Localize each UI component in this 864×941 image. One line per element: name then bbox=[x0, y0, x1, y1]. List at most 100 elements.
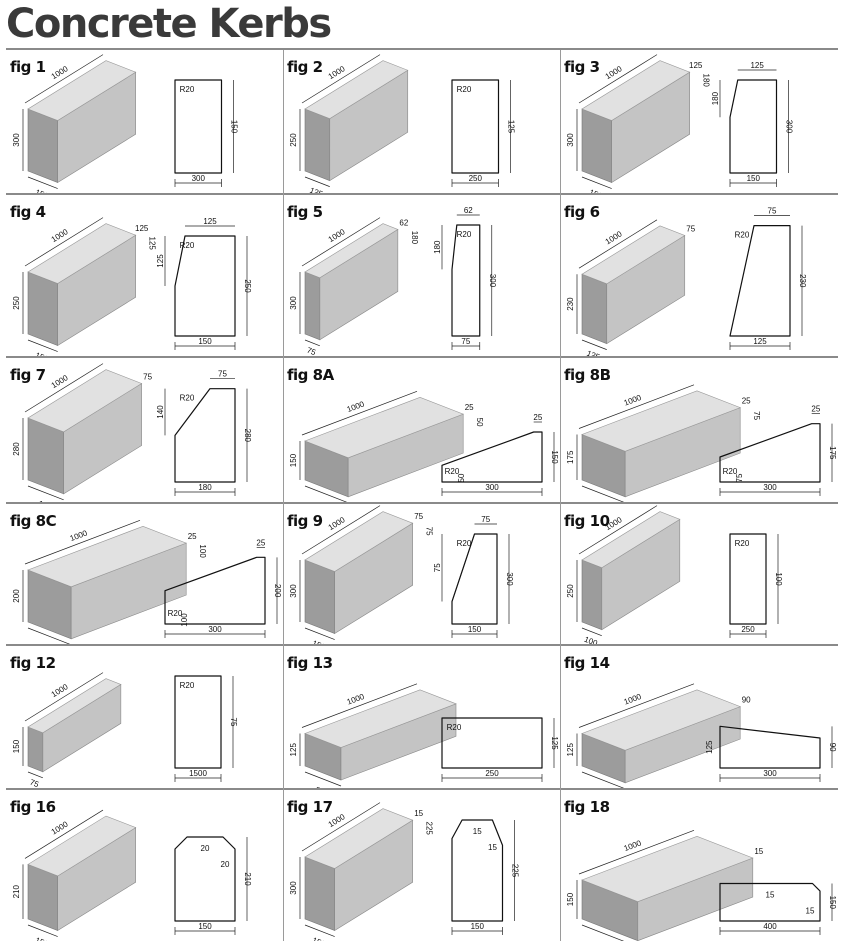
section-width-dimension: 250 bbox=[741, 625, 755, 634]
section-outline bbox=[441, 431, 543, 483]
depth-dimension: 125 bbox=[308, 186, 324, 193]
figure-drawing: 1000125250250125R20 bbox=[289, 683, 559, 788]
top-dimension: 125 bbox=[689, 61, 703, 70]
top-dimension: 75 bbox=[143, 373, 152, 382]
height-dimension: 150 bbox=[566, 892, 575, 906]
section-height-dimension: 250 bbox=[243, 279, 252, 293]
section-height-dimension: 200 bbox=[273, 584, 282, 598]
section-corner-dimension: 20 bbox=[221, 860, 230, 869]
section-chamfer-dimension: 140 bbox=[156, 405, 165, 419]
section-height-dimension: 125 bbox=[705, 740, 714, 754]
height-dimension: 300 bbox=[566, 133, 575, 147]
section-width-dimension: 150 bbox=[471, 922, 485, 931]
radius-label: R20 bbox=[735, 539, 750, 548]
radius-label: R20 bbox=[180, 394, 195, 403]
kerb-3d-view: 100015040015 bbox=[566, 829, 764, 941]
kerb-3d-view: 100020030025100 bbox=[12, 519, 207, 644]
row-divider bbox=[6, 502, 838, 504]
section-outline bbox=[719, 882, 821, 922]
kerb-3d-view: 1000250150125125 bbox=[12, 217, 157, 356]
block-top-face bbox=[581, 511, 681, 569]
section-outline bbox=[719, 725, 821, 769]
height-dimension: 175 bbox=[566, 450, 575, 464]
depth-dimension: 250 bbox=[314, 785, 330, 788]
figure-drawing: 10002101501502102020 bbox=[12, 809, 252, 941]
section-width-dimension: 400 bbox=[763, 922, 777, 931]
length-dimension: 1000 bbox=[604, 64, 624, 81]
section-outline bbox=[174, 79, 223, 174]
section-corner-dimension: 15 bbox=[473, 827, 482, 836]
block-end-face bbox=[304, 856, 336, 931]
block-end-face bbox=[27, 271, 59, 346]
height-dimension: 210 bbox=[12, 884, 21, 898]
radius-label: R20 bbox=[180, 681, 195, 690]
section-outline bbox=[719, 423, 821, 483]
figure-label: fig 13 bbox=[287, 654, 333, 672]
figure-label: fig 17 bbox=[287, 798, 333, 816]
figure-label: fig 8B bbox=[564, 366, 611, 384]
length-dimension: 1000 bbox=[327, 812, 347, 829]
radius-label: R20 bbox=[735, 231, 750, 240]
length-dimension: 1000 bbox=[604, 515, 624, 532]
figure-drawing: 10002003002510030020025R20100 bbox=[12, 519, 282, 644]
section-height-dimension: 75 bbox=[229, 718, 238, 727]
block-end-face bbox=[304, 108, 331, 182]
section-outline bbox=[451, 224, 481, 337]
section-outline bbox=[174, 235, 236, 337]
kerb-figure-grid: fig 11000300150300150R20fig 210002501252… bbox=[6, 48, 838, 941]
block-top-face bbox=[27, 678, 122, 734]
section-width-dimension: 150 bbox=[198, 922, 212, 931]
section-outline bbox=[164, 556, 266, 625]
chamfer-dimension: 180 bbox=[410, 231, 419, 245]
top-dimension: 25 bbox=[742, 397, 751, 406]
length-dimension: 1000 bbox=[50, 682, 70, 699]
height-dimension: 150 bbox=[12, 739, 21, 753]
length-dimension: 1000 bbox=[327, 64, 347, 81]
section-height-dimension: 150 bbox=[828, 896, 837, 910]
height-dimension: 200 bbox=[12, 589, 21, 603]
section-width-dimension: 250 bbox=[485, 769, 499, 778]
column-divider bbox=[283, 50, 284, 941]
kerb-3d-view: 10003001507575 bbox=[289, 505, 434, 644]
block-top-face bbox=[304, 689, 457, 748]
section-width-dimension: 150 bbox=[198, 337, 212, 346]
kerb-figure-fig-14: fig 1410001253009030090125 bbox=[560, 646, 838, 788]
radius-label: R20 bbox=[457, 230, 472, 239]
kerb-section-view: 250 100 R20 bbox=[729, 533, 783, 638]
section-height-dimension: 300 bbox=[505, 572, 514, 586]
depth-dimension: 75 bbox=[306, 346, 318, 356]
height-dimension: 300 bbox=[289, 296, 298, 310]
depth-dimension: 150 bbox=[34, 188, 50, 193]
figure-label: fig 8C bbox=[10, 512, 57, 530]
block-top-face bbox=[27, 60, 137, 121]
section-width-dimension: 300 bbox=[763, 769, 777, 778]
top-dimension: 25 bbox=[465, 403, 474, 412]
depth-dimension: 125 bbox=[585, 349, 601, 356]
figure-label: fig 18 bbox=[564, 798, 610, 816]
top-dimension: 90 bbox=[742, 696, 751, 705]
figure-label: fig 4 bbox=[10, 203, 46, 221]
section-height-dimension: 100 bbox=[774, 572, 783, 586]
height-dimension: 230 bbox=[566, 297, 575, 311]
block-end-face bbox=[27, 108, 59, 183]
figure-label: fig 1 bbox=[10, 58, 46, 76]
radius-label: R20 bbox=[445, 467, 460, 476]
section-height-dimension: 150 bbox=[230, 120, 239, 134]
chamfer-dimension: 50 bbox=[475, 418, 484, 427]
section-outline bbox=[174, 836, 236, 922]
section-outline bbox=[451, 533, 498, 625]
kerb-3d-view: 10001753002575 bbox=[566, 384, 761, 502]
radius-label: R20 bbox=[447, 723, 462, 732]
kerb-3d-view: 100028018075 bbox=[12, 363, 153, 502]
